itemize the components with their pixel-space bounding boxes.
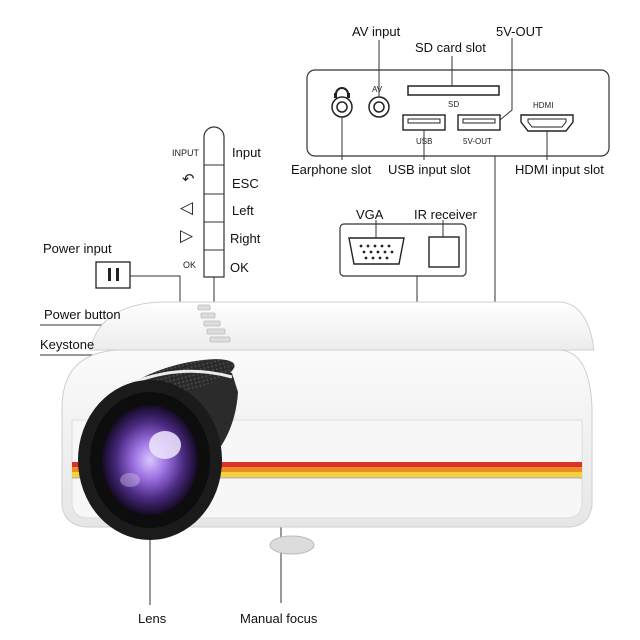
five-v-out-label: 5V-OUT	[496, 24, 543, 39]
manual-focus-label: Manual focus	[240, 611, 318, 626]
stripe-orange	[72, 467, 582, 472]
earphone-port	[331, 87, 353, 118]
esc-button-label: ESC	[232, 176, 259, 191]
keystone-label: Keystone	[40, 337, 95, 352]
sd-card-slot-label: SD card slot	[415, 40, 486, 55]
ir-receiver-label: IR receiver	[414, 207, 477, 222]
vga-pins	[359, 244, 394, 260]
lens-glass	[102, 405, 198, 515]
av-marking: AV	[372, 85, 383, 94]
usb-input-slot-label: USB input slot	[388, 162, 471, 177]
right-arrow-icon: ▷	[180, 226, 194, 245]
rear-panel: AV SD USB 5V-OUT HDMI	[306, 69, 610, 157]
left-button-label: Left	[232, 203, 254, 218]
ok-button-label: OK	[230, 260, 249, 275]
left-arrow-icon: ◁	[180, 198, 194, 217]
rear-callout-lines	[341, 38, 548, 302]
hdmi-port	[520, 114, 574, 132]
stripe-red	[72, 462, 582, 467]
stripe-yellow	[72, 472, 582, 477]
sd-marking: SD	[448, 100, 459, 109]
vga-port	[348, 237, 405, 265]
five-v-out-port	[457, 114, 501, 131]
hdmi-marking: HDMI	[533, 101, 553, 110]
hdmi-input-slot-label: HDMI input slot	[515, 162, 604, 177]
side-panel	[339, 220, 467, 277]
usb-port	[402, 114, 446, 131]
lens-label: Lens	[138, 611, 167, 626]
power-button-label: Power button	[44, 307, 121, 322]
input-symbol: INPUT	[172, 148, 199, 158]
right-button-label: Right	[230, 231, 261, 246]
av-input-label: AV input	[352, 24, 401, 39]
input-button-label: Input	[232, 145, 261, 160]
av-port	[368, 96, 390, 118]
body-buttons	[197, 304, 231, 343]
lens-assembly	[78, 359, 238, 540]
sd-slot-port	[407, 85, 500, 96]
power-input-label: Power input	[43, 241, 112, 256]
vga-label: VGA	[356, 207, 384, 222]
ir-receiver-window	[428, 236, 460, 268]
power-input-port	[95, 261, 181, 305]
five-v-out-marking: 5V-OUT	[463, 137, 492, 146]
earphone-slot-label: Earphone slot	[291, 162, 372, 177]
esc-back-icon: ↶	[182, 171, 195, 188]
control-button-strip	[203, 126, 225, 322]
ok-symbol: OK	[183, 260, 197, 270]
